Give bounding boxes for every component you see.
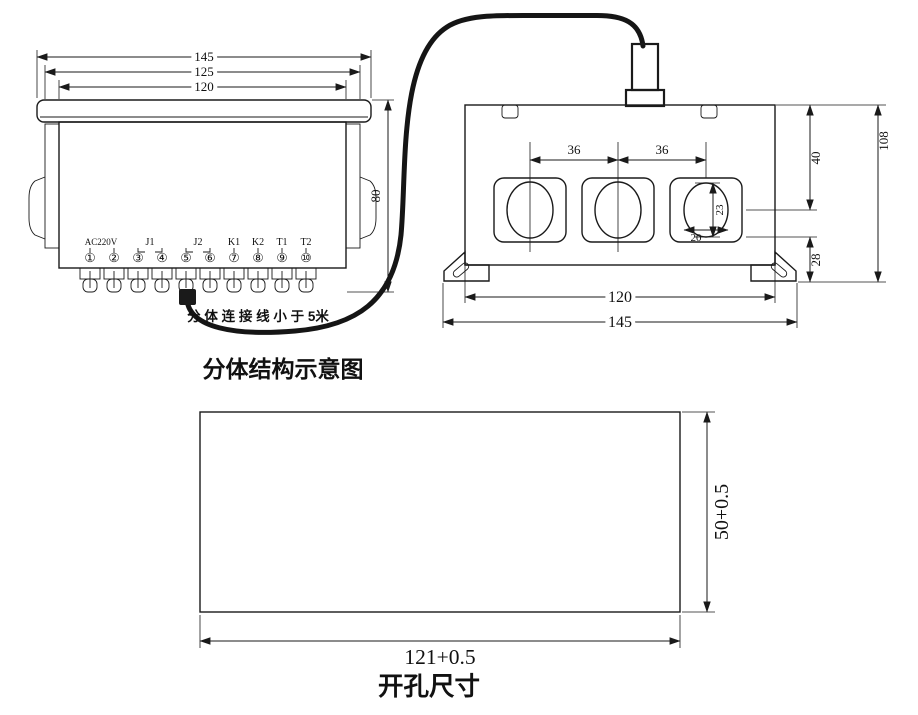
ct-hole-2 (581, 177, 655, 243)
terminal-1: ① (84, 250, 95, 265)
sensor-height-dims: 40 28 108 (746, 104, 891, 283)
label-j2: J2 (194, 237, 203, 248)
front-bezel (36, 99, 372, 123)
cable-outlet-connector (179, 289, 196, 305)
dim-23-label: 23 (714, 204, 726, 216)
sensor-unit-body (464, 104, 776, 266)
mounting-spring-right (345, 123, 361, 249)
display-unit-drawing: 145 125 120 AC220V J1 J2 K1 K2 T1 T2 (28, 45, 394, 293)
cutout-title: 开孔尺寸 (378, 673, 480, 701)
dim-40-label: 40 (808, 152, 823, 165)
terminal-screws (79, 267, 317, 293)
terminal-10: ⑩ (300, 250, 311, 265)
dim-20-label: 20 (691, 232, 703, 244)
terminal-5: ⑤ (180, 250, 191, 265)
hole-size-dims: 23 20 (683, 182, 729, 244)
label-ac220v: AC220V (85, 237, 118, 247)
dim-80-label: 80 (368, 190, 383, 203)
terminal-8: ⑧ (252, 250, 263, 265)
hole-spacing-dims: 36 36 (529, 142, 707, 164)
foot-slot-right (770, 262, 788, 278)
ct-hole-3 (669, 177, 743, 243)
assembly-diagram-title: 分体结构示意图 (203, 356, 364, 382)
dim-36-left-label: 36 (568, 142, 582, 157)
connection-cable (184, 12, 646, 335)
label-k1: K1 (228, 237, 240, 248)
side-clip-left (28, 176, 46, 240)
dim-36-right-label: 36 (656, 142, 670, 157)
dim-145-label: 145 (194, 49, 214, 64)
cutout-height-label: 50+0.5 (711, 484, 733, 540)
mounting-foot-left (443, 250, 490, 282)
terminal-labels: AC220V J1 J2 K1 K2 T1 T2 (85, 237, 312, 253)
cutout-width-label: 121+0.5 (404, 645, 475, 669)
terminal-3: ③ (132, 250, 143, 265)
cutout-drawing: 50+0.5 121+0.5 (199, 411, 733, 669)
mounting-foot-right (750, 250, 797, 282)
dim-125-label: 125 (194, 64, 214, 79)
foot-slot-left (452, 262, 470, 278)
display-unit-height-dim: 80 (347, 99, 394, 293)
cable-plug-base (624, 88, 666, 108)
cutout-rectangle (199, 411, 681, 613)
top-tab-left (501, 104, 519, 119)
sensor-unit-drawing: 36 36 23 20 40 28 108 (442, 104, 891, 335)
sensor-width-dims: 120 145 (442, 266, 798, 335)
terminal-numbers: ① ② ③ ④ ⑤ ⑥ ⑦ ⑧ ⑨ ⑩ (84, 250, 311, 265)
label-j1: J1 (146, 237, 155, 248)
dim-120-label: 120 (194, 79, 214, 94)
ct-hole-1 (493, 177, 567, 243)
side-clip-right (359, 176, 377, 240)
dim-28-label: 28 (808, 254, 823, 267)
cable-plug (630, 42, 660, 92)
dim-108-label: 108 (876, 131, 891, 151)
top-tab-right (700, 104, 718, 119)
terminal-7: ⑦ (228, 250, 239, 265)
terminal-6: ⑥ (204, 250, 215, 265)
display-unit-width-dims: 145 125 120 (36, 45, 372, 99)
terminal-4: ④ (156, 250, 167, 265)
terminal-2: ② (108, 250, 119, 265)
dim-sensor-145-label: 145 (608, 314, 632, 331)
mounting-spring-left (44, 123, 60, 249)
label-t1: T1 (276, 237, 287, 248)
label-t2: T2 (300, 237, 311, 248)
label-k2: K2 (252, 237, 264, 248)
terminal-9: ⑨ (276, 250, 287, 265)
dim-sensor-120-label: 120 (608, 289, 632, 306)
cable-length-note: 分 体 连 接 线 小 于 5米 (187, 308, 329, 324)
